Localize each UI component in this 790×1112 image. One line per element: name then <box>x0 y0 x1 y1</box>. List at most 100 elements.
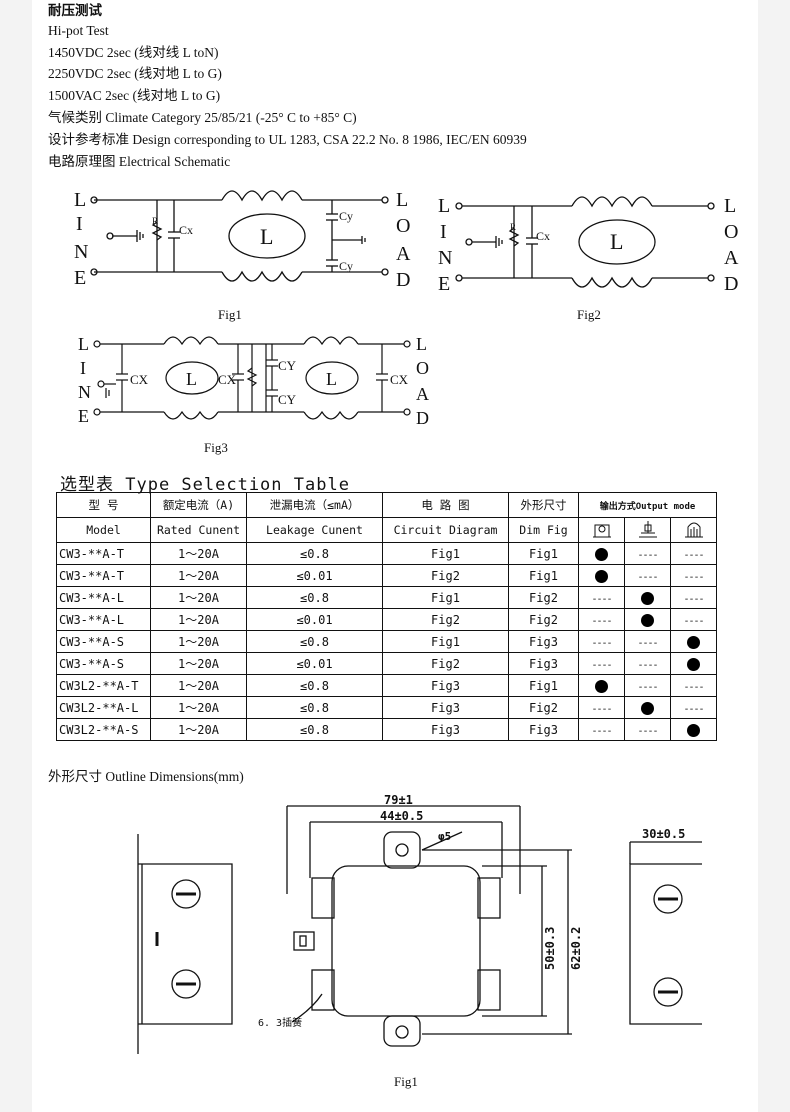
cell-dim: Fig3 <box>508 718 579 741</box>
cell-rated: 1～20A <box>150 652 247 675</box>
cell-model: CW3L2-**A-T <box>56 674 151 697</box>
cell-dim: Fig2 <box>508 696 579 719</box>
fig1-cx-label: Cx <box>179 223 193 237</box>
selected-dot <box>641 591 654 605</box>
cell-leak: ≤0.8 <box>246 696 383 719</box>
hipot-title-en: Hi-pot Test <box>48 23 109 38</box>
cell-output-1: ---- <box>624 542 671 565</box>
cell-output-2: ---- <box>669 696 718 719</box>
cell-output-1: ---- <box>624 674 671 697</box>
selected-dot <box>687 657 700 671</box>
cell-rated: 1～20A <box>150 696 247 719</box>
cell-circuit: Fig1 <box>382 586 509 609</box>
dim-50-label: 50±0.3 <box>543 927 557 970</box>
fig3-load-letter-l: L <box>416 334 427 354</box>
dim-79-label: 79±1 <box>384 794 413 807</box>
cell-rated: 1～20A <box>150 718 247 741</box>
dash-mark: ---- <box>683 681 704 693</box>
header-model-en: Model <box>56 517 151 543</box>
fig3-load-letter-a: A <box>416 384 429 404</box>
cell-output-2: ---- <box>669 608 718 631</box>
fig1-resistor-label: R <box>152 216 158 226</box>
fig1-cy1-label: Cy <box>339 209 353 223</box>
cell-leak: ≤0.01 <box>246 564 383 587</box>
terminal-label: 6. 3插簧 <box>258 1016 302 1029</box>
cell-dim: Fig1 <box>508 542 579 565</box>
dash-mark: ---- <box>591 615 612 627</box>
cell-rated: 1～20A <box>150 586 247 609</box>
cell-dim: Fig2 <box>508 608 579 631</box>
cell-dim: Fig1 <box>508 564 579 587</box>
dash-mark: ---- <box>591 725 612 737</box>
fig2-inductor-label: L <box>610 229 623 254</box>
header-rated-en: Rated Cunent <box>150 517 247 543</box>
hipot-title-cn: 耐压测试 <box>48 3 102 18</box>
document-page: 耐压测试 Hi-pot Test 1450VDC 2sec (线对线 L toN… <box>32 0 758 1112</box>
selected-dot <box>641 613 654 627</box>
header-leakage-en: Leakage Cunent <box>246 517 383 543</box>
fig3-cy1-label: CY <box>278 358 297 373</box>
fig3-line-letter-e: E <box>78 406 89 426</box>
fig3-caption: Fig3 <box>204 440 228 455</box>
cell-dim: Fig3 <box>508 652 579 675</box>
schematic-heading: 电路原理图 Electrical Schematic <box>48 154 231 169</box>
cell-output-2 <box>669 630 718 653</box>
cell-output-1 <box>624 696 671 719</box>
cell-rated: 1～20A <box>150 564 247 587</box>
solder-lug-icon <box>638 520 657 537</box>
dim-phi5-label: φ5 <box>438 830 451 843</box>
fig1-load-letter-l: L <box>396 189 408 211</box>
header-circuit-en: Circuit Diagram <box>382 517 509 543</box>
outline-heading: 外形尺寸 Outline Dimensions(mm) <box>48 769 244 784</box>
cell-dim: Fig3 <box>508 630 579 653</box>
fig3-line-letter-l: L <box>78 334 89 354</box>
cell-output-0 <box>578 564 625 587</box>
cell-output-1: ---- <box>624 630 671 653</box>
output-type-l-cell <box>624 517 671 543</box>
cell-dim: Fig2 <box>508 586 579 609</box>
fig1-cy2-label: Cy <box>339 259 353 273</box>
dim-30-label: 30±0.5 <box>642 827 685 841</box>
wire-lead-icon <box>684 522 703 537</box>
cell-rated: 1～20A <box>150 608 247 631</box>
fig3-cy2-label: CY <box>278 392 297 407</box>
dim-62-label: 62±0.2 <box>569 927 583 970</box>
dash-mark: ---- <box>591 703 612 715</box>
cell-model: CW3-**A-S <box>56 630 151 653</box>
cell-leak: ≤0.8 <box>246 586 383 609</box>
header-rated-cn: 额定电流（A) <box>150 492 247 518</box>
cell-rated: 1～20A <box>150 630 247 653</box>
cell-model: CW3-**A-S <box>56 652 151 675</box>
cell-circuit: Fig3 <box>382 674 509 697</box>
cell-output-2: ---- <box>669 542 718 565</box>
cell-rated: 1～20A <box>150 674 247 697</box>
header-leakage-cn: 泄漏电流（≤mA） <box>246 492 383 518</box>
fig3-line-letter-i: I <box>80 358 86 378</box>
cell-circuit: Fig1 <box>382 630 509 653</box>
cell-output-1: ---- <box>624 564 671 587</box>
cell-circuit: Fig2 <box>382 608 509 631</box>
dash-mark: ---- <box>637 549 658 561</box>
selected-dot <box>687 635 700 649</box>
cell-output-2 <box>669 652 718 675</box>
output-type-t-cell <box>578 517 625 543</box>
header-dim-en: Dim Fig <box>508 517 579 543</box>
cell-output-2: ---- <box>669 586 718 609</box>
fig1-line-letter-l: L <box>74 189 86 211</box>
cell-output-0: ---- <box>578 718 625 741</box>
fig2-caption: Fig2 <box>577 307 601 322</box>
dash-mark: ---- <box>591 637 612 649</box>
fig3-load-letter-d: D <box>416 408 429 428</box>
fig2-line-letter-l: L <box>438 195 450 217</box>
selected-dot <box>595 547 608 561</box>
fig3-cx3-label: CX <box>390 372 409 387</box>
cell-leak: ≤0.8 <box>246 674 383 697</box>
selected-dot <box>595 679 608 693</box>
fig2-resistor-label: R <box>510 222 516 232</box>
cell-output-1: ---- <box>624 718 671 741</box>
